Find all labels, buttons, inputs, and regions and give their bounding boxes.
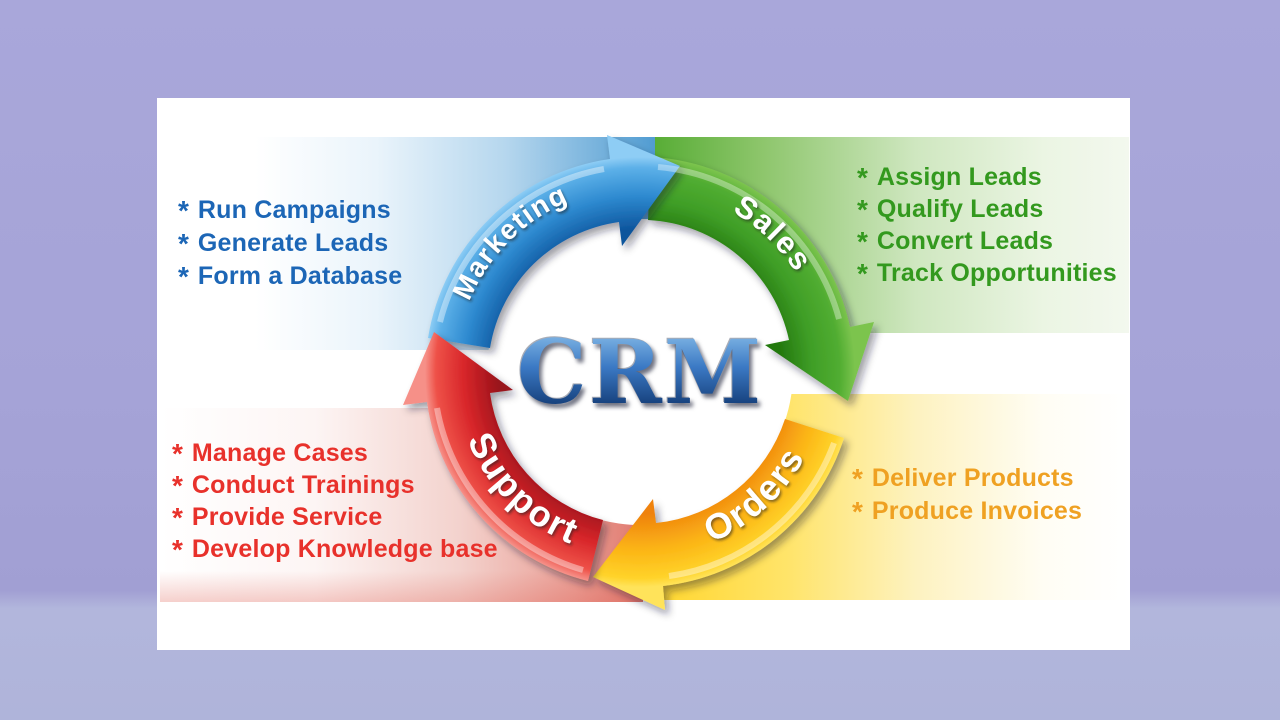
list-item: * Provide Service bbox=[172, 502, 498, 534]
orders-arrow-gloss bbox=[668, 441, 837, 579]
list-item-text: Qualify Leads bbox=[876, 195, 1044, 223]
bullet-asterisk: * bbox=[857, 258, 868, 289]
list-item-text: Produce Invoices bbox=[871, 497, 1083, 525]
list-item-text: Provide Service bbox=[191, 503, 383, 531]
list-item: * Manage Cases bbox=[172, 438, 498, 470]
ring-inner-circle bbox=[487, 219, 793, 525]
bullet-asterisk: * bbox=[178, 195, 189, 226]
list-item: * Develop Knowledge base bbox=[172, 534, 498, 566]
list-item-text: Develop Knowledge base bbox=[191, 535, 498, 563]
list-item: * Run Campaigns bbox=[178, 195, 402, 228]
support-arrow-gloss bbox=[434, 407, 584, 573]
support-activities-list: * Manage Cases * Conduct Trainings * Pro… bbox=[172, 438, 498, 566]
crm-cycle-ring: Marketing Sales Orders Support bbox=[403, 135, 874, 610]
list-item-text: Assign Leads bbox=[876, 163, 1042, 191]
bullet-asterisk: * bbox=[178, 228, 189, 259]
crm-center-label: CRM bbox=[487, 324, 793, 420]
list-item-text: Manage Cases bbox=[191, 439, 369, 467]
sales-arrow bbox=[648, 157, 874, 401]
list-item-text: Run Campaigns bbox=[197, 196, 391, 224]
bullet-asterisk: * bbox=[172, 534, 183, 565]
bullet-asterisk: * bbox=[172, 502, 183, 533]
list-item: * Conduct Trainings bbox=[172, 470, 498, 502]
list-item: * Qualify Leads bbox=[857, 194, 1117, 226]
sales-activities-list: * Assign Leads * Qualify Leads * Convert… bbox=[857, 162, 1117, 290]
list-item: * Assign Leads bbox=[857, 162, 1117, 194]
list-item-text: Conduct Trainings bbox=[191, 471, 415, 499]
orders-activities-list: * Deliver Products * Produce Invoices bbox=[852, 463, 1082, 529]
list-item: * Form a Database bbox=[178, 261, 402, 294]
list-item-text: Form a Database bbox=[197, 262, 403, 290]
orders-arrow bbox=[593, 419, 844, 610]
list-item: * Track Opportunities bbox=[857, 258, 1117, 290]
list-item: * Produce Invoices bbox=[852, 496, 1082, 529]
bullet-asterisk: * bbox=[857, 162, 868, 193]
crm-diagram-card: Marketing Sales Orders Support CRM * Run… bbox=[157, 98, 1130, 650]
bullet-asterisk: * bbox=[857, 226, 868, 257]
bullet-asterisk: * bbox=[172, 470, 183, 501]
bullet-asterisk: * bbox=[857, 194, 868, 225]
list-item: * Deliver Products bbox=[852, 463, 1082, 496]
bullet-asterisk: * bbox=[178, 261, 189, 292]
support-arrow bbox=[403, 332, 603, 581]
bullet-asterisk: * bbox=[852, 463, 863, 494]
list-item-text: Track Opportunities bbox=[876, 259, 1117, 287]
marketing-arrow bbox=[428, 135, 680, 348]
marketing-arrow-gloss bbox=[437, 166, 605, 323]
bullet-asterisk: * bbox=[172, 438, 183, 469]
list-item: * Generate Leads bbox=[178, 228, 402, 261]
marketing-activities-list: * Run Campaigns * Generate Leads * Form … bbox=[178, 195, 402, 294]
list-item-text: Convert Leads bbox=[876, 227, 1054, 255]
list-item: * Convert Leads bbox=[857, 226, 1117, 258]
list-item-text: Generate Leads bbox=[197, 229, 389, 257]
list-item-text: Deliver Products bbox=[871, 464, 1074, 492]
sales-arrow-gloss bbox=[657, 164, 842, 320]
bullet-asterisk: * bbox=[852, 496, 863, 527]
